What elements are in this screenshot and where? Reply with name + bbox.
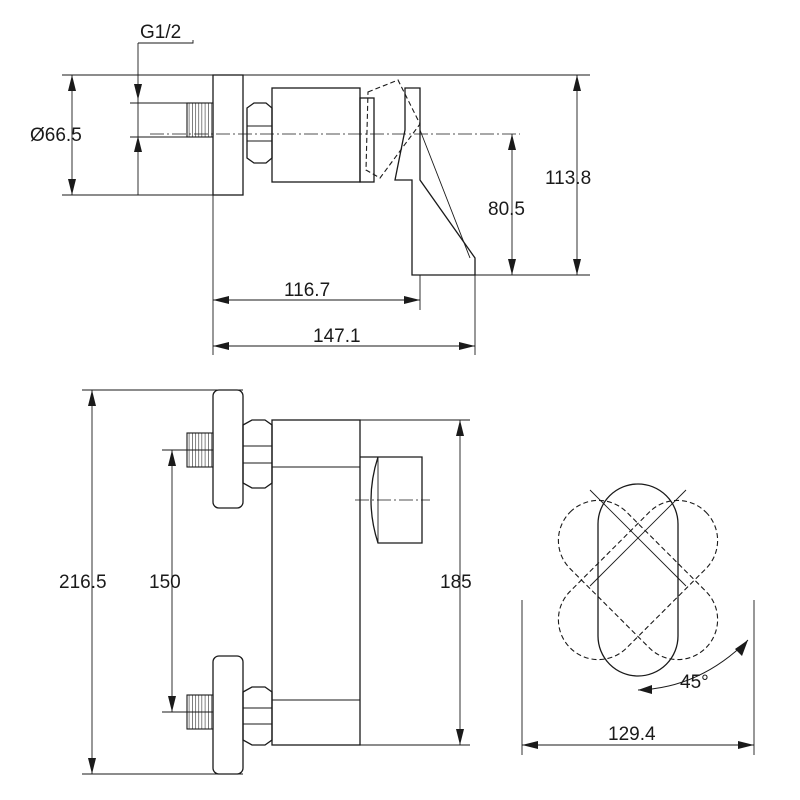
- front-view: 216.5 150 185: [59, 389, 472, 775]
- diameter-label: Ø66.5: [30, 125, 82, 146]
- depth-lever-label: 116.7: [284, 280, 330, 301]
- side-view: Ø66.5 113.8 80.5 116.7 147.1 G1/2: [30, 22, 591, 355]
- lever-position-right: [557, 499, 719, 661]
- lever-angle-label: 45°: [680, 672, 709, 693]
- lever-knob-front: [360, 456, 423, 544]
- hex-nut-top: [242, 419, 273, 489]
- height-total-side-label: 113.8: [545, 168, 591, 189]
- lever-top: [597, 483, 679, 677]
- body-front: [271, 419, 361, 746]
- lever-alt-position: [365, 79, 421, 179]
- height-inlet-label: 80.5: [488, 199, 525, 220]
- thread-leader: [138, 40, 194, 44]
- lever-position-left: [557, 499, 719, 661]
- thread-arrow-bottom: [134, 136, 142, 152]
- escutcheon-top: [212, 389, 244, 509]
- body-height-label: 185: [440, 572, 472, 593]
- body-side: [271, 87, 361, 183]
- hex-nut-side: [246, 102, 273, 164]
- thread-arrow-top: [134, 84, 142, 100]
- escutcheon-bottom: [212, 655, 244, 775]
- depth-total-label: 147.1: [313, 326, 361, 347]
- lever-sweep-label: 129.4: [608, 724, 656, 745]
- hex-nut-bottom: [242, 686, 273, 746]
- inlet-spacing-label: 150: [149, 572, 181, 593]
- inlet-thread: [186, 102, 214, 138]
- escutcheon-side: [212, 74, 244, 196]
- height-total-front-label: 216.5: [59, 572, 107, 593]
- lever-side: [394, 87, 476, 276]
- thread-label: G1/2: [140, 22, 181, 43]
- top-view: 45° 129.4: [521, 483, 755, 755]
